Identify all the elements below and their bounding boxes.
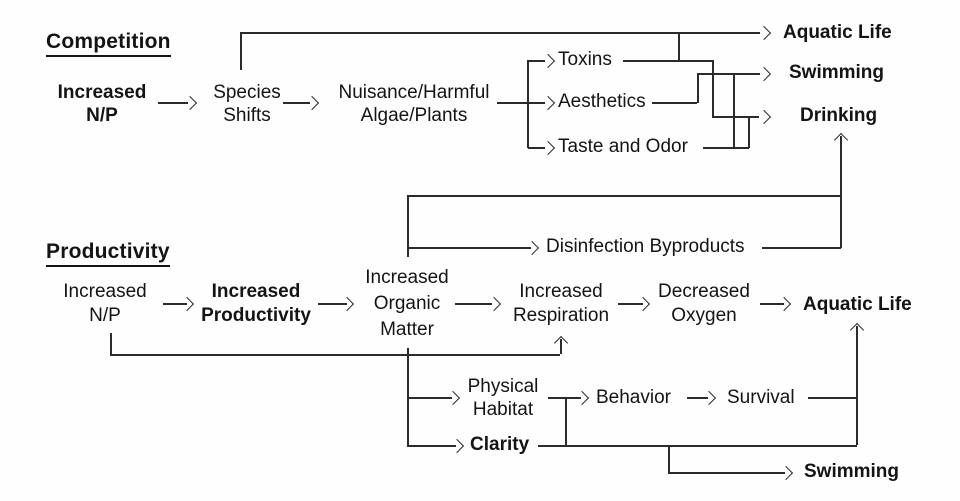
edge-bracket-to-toxins bbox=[528, 60, 545, 62]
node-increased-np-competition: Increased N/P bbox=[57, 82, 147, 126]
edge-nuisance-to-bracket bbox=[497, 102, 527, 104]
edge-np-to-respiration-riser bbox=[560, 339, 562, 354]
edge-np-to-respiration bbox=[110, 354, 560, 356]
edge-organic-to-clarity bbox=[407, 445, 456, 447]
arrowhead-right-icon bbox=[701, 390, 717, 406]
edge-clarity-main bbox=[538, 445, 857, 447]
edge-organic-up-riser bbox=[407, 195, 409, 257]
edge-aesthetics-to-swimming-riser bbox=[697, 73, 699, 103]
arrowhead-right-icon bbox=[304, 95, 320, 111]
edge-organic-to-habitat bbox=[407, 397, 452, 399]
arrowhead-up-icon bbox=[849, 322, 865, 338]
edge-survival-tail bbox=[808, 397, 856, 399]
arrowhead-right-icon bbox=[524, 240, 540, 256]
arrowhead-up-icon bbox=[833, 132, 849, 148]
edge-organic-to-byproducts bbox=[407, 247, 531, 249]
edge-toxins-to-drinking-riser bbox=[712, 60, 714, 117]
edge-taste-odor-to-drinking-riser bbox=[748, 116, 750, 148]
edge-to-aquatic-life-riser bbox=[856, 326, 858, 445]
node-aesthetics: Aesthetics bbox=[558, 91, 646, 112]
node-clarity: Clarity bbox=[470, 434, 530, 455]
edge-bracket-to-taste-odor bbox=[528, 147, 545, 149]
edge-taste-odor-to-swimming-riser bbox=[733, 73, 735, 148]
node-survival: Survival bbox=[727, 387, 795, 408]
edge-byproducts-to-drinking-riser bbox=[840, 136, 842, 248]
node-disinfection-byproducts: Disinfection Byproducts bbox=[546, 236, 745, 257]
arrowhead-right-icon bbox=[778, 465, 794, 481]
edge-byproducts-tail bbox=[762, 247, 841, 249]
arrowhead-right-icon bbox=[574, 390, 590, 406]
bracket-nuisance-effects bbox=[527, 60, 529, 148]
arrowhead-up-icon bbox=[553, 335, 569, 351]
node-decreased-oxygen: Decreased Oxygen bbox=[658, 281, 750, 326]
edge-organic-to-drinking bbox=[407, 195, 841, 197]
node-nuisance-harmful-algae: Nuisance/Harmful Algae/Plants bbox=[338, 82, 490, 126]
edge-behavior-to-survival bbox=[687, 397, 708, 399]
node-increased-organic-matter: Increased Organic Matter bbox=[365, 267, 449, 340]
node-species-shifts: Species Shifts bbox=[213, 82, 281, 126]
node-physical-habitat: Physical Habitat bbox=[467, 376, 539, 420]
productivity-section-title: Productivity bbox=[46, 240, 170, 267]
arrowhead-right-icon bbox=[756, 25, 772, 41]
arrowhead-right-icon bbox=[540, 95, 556, 111]
node-swimming-productivity: Swimming bbox=[804, 461, 900, 482]
edge-to-drinking bbox=[712, 116, 759, 118]
edge-productivity-to-organic bbox=[318, 303, 347, 305]
node-taste-and-odor: Taste and Odor bbox=[558, 136, 688, 157]
edge-clarity-to-swimming bbox=[668, 472, 785, 474]
edge-np-drop bbox=[110, 333, 112, 354]
node-increased-respiration: Increased Respiration bbox=[512, 281, 610, 326]
edge-oxygen-to-aquatic bbox=[760, 303, 784, 305]
edge-np-to-species bbox=[158, 102, 188, 104]
edge-bracket-to-aesthetics bbox=[528, 102, 545, 104]
edge-toxins-tail bbox=[623, 60, 713, 62]
arrowhead-right-icon bbox=[540, 53, 556, 69]
edge-clarity-to-swimming-drop bbox=[668, 445, 670, 473]
node-increased-productivity: Increased Productivity bbox=[201, 281, 311, 326]
node-swimming-competition: Swimming bbox=[789, 62, 885, 83]
edge-toxins-to-aquatic-riser bbox=[678, 32, 680, 61]
arrowhead-right-icon bbox=[756, 66, 772, 82]
edge-respiration-to-oxygen bbox=[618, 303, 643, 305]
edge-organic-to-respiration bbox=[455, 303, 492, 305]
node-aquatic-life-competition: Aquatic Life bbox=[783, 22, 892, 43]
edge-taste-odor-tail bbox=[703, 147, 749, 149]
node-drinking: Drinking bbox=[800, 105, 878, 126]
edge-aesthetics-tail bbox=[652, 102, 697, 104]
arrowhead-right-icon bbox=[449, 438, 465, 454]
node-toxins: Toxins bbox=[558, 49, 612, 70]
arrowhead-right-icon bbox=[540, 140, 556, 156]
edge-species-to-aquatic-life bbox=[240, 32, 760, 34]
edge-species-to-aquatic-riser bbox=[240, 32, 242, 70]
arrowhead-right-icon bbox=[776, 296, 792, 312]
competition-section-title: Competition bbox=[46, 30, 171, 57]
node-increased-np-productivity: Increased N/P bbox=[63, 281, 147, 326]
edge-clarity-to-behavior-riser bbox=[565, 397, 567, 445]
arrowhead-right-icon bbox=[756, 109, 772, 125]
edge-to-swimming bbox=[697, 73, 760, 75]
edge-habitat-to-behavior bbox=[548, 397, 581, 399]
edge-species-to-nuisance bbox=[283, 102, 310, 104]
edge-np-to-productivity bbox=[163, 303, 187, 305]
node-aquatic-life-productivity: Aquatic Life bbox=[803, 294, 912, 315]
node-behavior: Behavior bbox=[596, 387, 671, 408]
